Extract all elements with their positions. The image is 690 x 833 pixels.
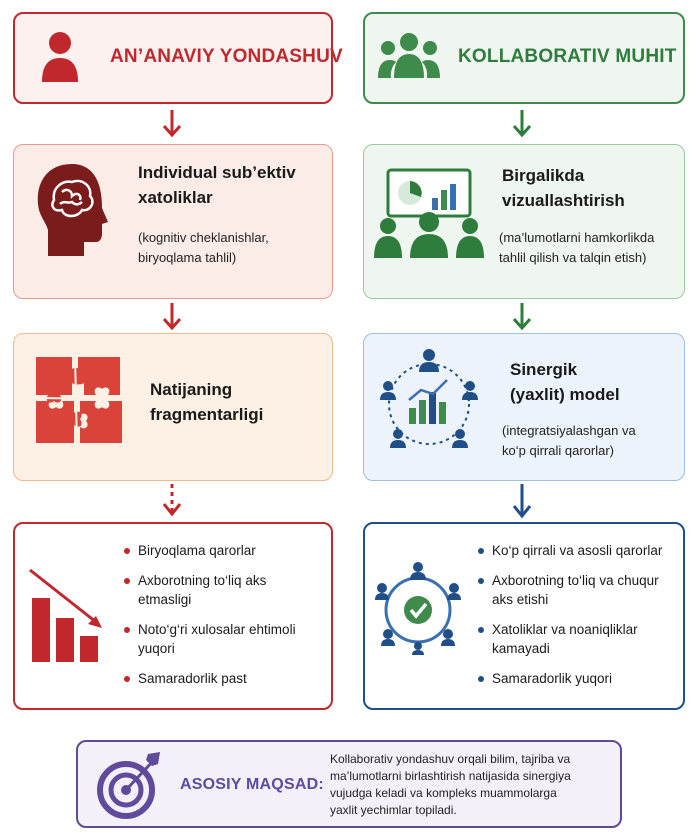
subjective-errors-note-line2: biryoqlama tahlil) xyxy=(138,250,237,265)
traditional-outcomes-list: Biryoqlama qarorlar Axborotning to‘liq a… xyxy=(124,541,320,699)
subjective-errors-title-line2: xatoliklar xyxy=(138,188,213,207)
joint-visualization-note-line1: (ma’lumotlarni hamkorlikda xyxy=(499,230,655,245)
joint-visualization-title: Birgalikda vizuallashtirish xyxy=(502,163,625,213)
synergy-model-title: Sinergik (yaxlit) model xyxy=(510,357,620,407)
subjective-errors-note: (kognitiv cheklanishlar, biryoqlama tahl… xyxy=(138,228,269,268)
traditional-outcomes-card xyxy=(13,522,333,710)
synergy-model-note-line2: ko‘p qirrali qarorlar) xyxy=(502,443,614,458)
subjective-errors-note-line1: (kognitiv cheklanishlar, xyxy=(138,230,269,245)
main-goal-label: ASOSIY MAQSAD: xyxy=(180,776,324,793)
network-chart-icon xyxy=(373,346,485,458)
list-item: Noto‘g‘ri xulosalar ehtimoli yuqori xyxy=(124,620,320,658)
person-icon xyxy=(40,30,80,84)
synergy-model-note-line1: (integratsiyalashgan va xyxy=(502,423,636,438)
list-item: Samaradorlik yuqori xyxy=(478,669,678,688)
list-item: Axborotning to‘liq va chuqur aks etishi xyxy=(478,571,678,609)
joint-visualization-note-line2: tahlil qilish va talqin etish) xyxy=(499,250,647,265)
arrow-down-icon xyxy=(512,110,532,140)
collaborative-outcomes-list: Ko‘p qirrali va asosli qarorlar Axborotn… xyxy=(478,541,678,699)
joint-visualization-note: (ma’lumotlarni hamkorlikda tahlil qilish… xyxy=(499,228,654,268)
list-item: Ko‘p qirrali va asosli qarorlar xyxy=(478,541,678,560)
synergy-model-title-line2: (yaxlit) model xyxy=(510,385,620,404)
main-goal-text-line1: Kollaborativ yondashuv orqali bilim, taj… xyxy=(330,752,571,766)
fragmentation-title: Natijaning fragmentarligi xyxy=(150,377,263,427)
main-goal-text-line2: ma’lumotlarni birlashtirish natijasida s… xyxy=(330,769,571,783)
group-icon xyxy=(378,32,440,80)
subjective-errors-title: Individual sub’ektiv xatoliklar xyxy=(138,160,296,210)
synergy-model-card xyxy=(363,333,685,481)
list-item: Samaradorlik past xyxy=(124,669,320,688)
arrow-down-icon xyxy=(512,484,532,520)
team-presentation-icon xyxy=(374,168,484,260)
traditional-approach-header xyxy=(13,12,333,104)
fragmentation-title-line2: fragmentarligi xyxy=(150,405,264,424)
arrow-down-icon xyxy=(162,303,182,333)
main-goal-text-line4: yaxlit yechimlar topiladi. xyxy=(330,803,457,817)
traditional-header-title: AN’ANAVIY YONDASHUV xyxy=(110,46,343,67)
dotted-arrow-down-icon xyxy=(162,484,182,520)
main-goal-text: Kollaborativ yondashuv orqali bilim, taj… xyxy=(330,751,615,819)
list-item: Axborotning to‘liq aks etmasligi xyxy=(124,571,320,609)
synergy-model-title-line1: Sinergik xyxy=(510,360,578,379)
arrow-down-icon xyxy=(162,110,182,140)
list-item: Xatoliklar va noaniqliklar kamayadi xyxy=(478,620,678,658)
subjective-errors-title-line1: Individual sub’ektiv xyxy=(138,163,296,182)
main-goal-card xyxy=(76,740,622,828)
network-check-icon xyxy=(372,560,464,656)
main-goal-text-line3: vujudga keladi va kompleks muammolarga xyxy=(330,786,557,800)
target-icon xyxy=(96,750,162,820)
puzzle-icon xyxy=(34,355,124,445)
head-brain-icon xyxy=(32,160,112,260)
arrow-down-icon xyxy=(512,303,532,333)
list-item: Biryoqlama qarorlar xyxy=(124,541,320,560)
declining-bars-icon xyxy=(26,566,110,666)
joint-visualization-title-line2: vizuallashtirish xyxy=(502,191,625,210)
collaborative-header-title: KOLLABORATIV MUHIT xyxy=(458,46,677,67)
fragmentation-title-line1: Natijaning xyxy=(150,380,233,399)
synergy-model-note: (integratsiyalashgan va ko‘p qirrali qar… xyxy=(502,421,636,461)
joint-visualization-title-line1: Birgalikda xyxy=(502,166,585,185)
